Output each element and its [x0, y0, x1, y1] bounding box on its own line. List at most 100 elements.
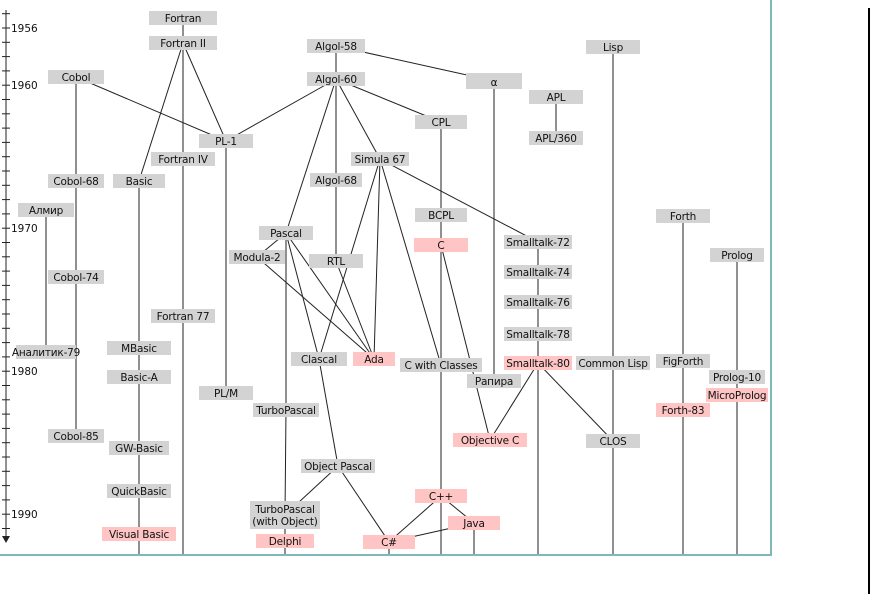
- node-pl-m: PL/M: [199, 386, 253, 400]
- node-algol-68: Algol-68: [310, 173, 362, 187]
- year-label-1960: 1960: [11, 80, 38, 92]
- node-label: CLOS: [600, 436, 627, 448]
- node-box: [400, 358, 482, 372]
- year-label-1980: 1980: [11, 366, 38, 378]
- node-box: [453, 433, 527, 447]
- node-box: [415, 208, 467, 222]
- node-label: Modula-2: [233, 252, 280, 264]
- node-box: [149, 11, 217, 25]
- node-label: C with Classes: [404, 360, 477, 372]
- edge-c-objective_c: [440, 244, 491, 441]
- node-box: [48, 174, 104, 188]
- edge-cpp-csharp: [388, 495, 442, 543]
- node-prolog: Prolog: [710, 248, 764, 262]
- node-label: Аналитик-79: [12, 347, 80, 359]
- edges: [45, 18, 738, 554]
- node-csharp: C#: [363, 535, 415, 549]
- node-label: RTL: [327, 256, 346, 268]
- node-box: [18, 203, 74, 217]
- node-box: [576, 356, 650, 370]
- node-cpl: CPL: [415, 115, 467, 129]
- node-box: [291, 352, 347, 366]
- node-box: [351, 152, 409, 166]
- node-box: [229, 250, 285, 264]
- node-fortran-ii: Fortran II: [149, 36, 217, 50]
- edge-cobol-pl_1: [75, 76, 227, 142]
- node-label: Smalltalk-78: [506, 329, 569, 341]
- node-box: [48, 270, 104, 284]
- node-basic: Basic: [113, 174, 165, 188]
- year-label-1990: 1990: [11, 509, 38, 521]
- node-java: Java: [448, 516, 500, 530]
- node-box: [467, 374, 521, 388]
- node-label: Pascal: [270, 228, 302, 240]
- node-cobol-68: Cobol-68: [48, 174, 104, 188]
- node-turbopascal-obj: TurboPascal(with Object): [250, 501, 320, 529]
- node-box: [504, 235, 572, 249]
- node-label: C++: [429, 491, 453, 503]
- node-box: [466, 73, 522, 89]
- node-label: Cobol-85: [53, 431, 98, 443]
- node-label: Basic: [126, 176, 153, 188]
- node-box: [504, 265, 572, 279]
- node-box: [301, 459, 375, 473]
- node-label: Smalltalk-72: [506, 237, 569, 249]
- node-smalltalk-80: Smalltalk-80: [504, 356, 572, 370]
- node-clos: CLOS: [586, 434, 640, 448]
- node-box: [307, 72, 365, 86]
- node-label: APL/360: [535, 133, 577, 145]
- edge-clascal-object_pascal: [318, 358, 339, 467]
- node-label: Basic-A: [120, 372, 158, 384]
- node-box: [504, 356, 572, 370]
- node-pascal: Pascal: [259, 226, 313, 240]
- node-box: [529, 90, 583, 104]
- node-label: Clascal: [301, 354, 337, 366]
- edge-simula_67-ada: [373, 158, 381, 360]
- edge-fortran_ii-basic: [138, 42, 184, 182]
- node-rapira: Рапира: [467, 374, 521, 388]
- node-algol-60: Algol-60: [307, 72, 365, 86]
- node-rtl: RTL: [309, 254, 363, 268]
- node-figforth: FigForth: [656, 354, 710, 368]
- node-label: Prolog-10: [713, 372, 761, 384]
- node-label: α: [491, 77, 498, 89]
- timeline-arrow: [2, 536, 10, 543]
- node-label: Smalltalk-74: [506, 267, 570, 279]
- node-box: [309, 254, 363, 268]
- node-almir: Алмир: [18, 203, 74, 217]
- year-label-1956: 1956: [11, 23, 38, 35]
- node-box: [586, 434, 640, 448]
- edge-turbopascal-turbopascal_obj: [284, 409, 287, 516]
- node-label: TurboPascal: [255, 405, 316, 417]
- node-label: Smalltalk-80: [506, 358, 569, 370]
- node-label-line2: (with Object): [252, 516, 318, 528]
- node-object-pascal: Object Pascal: [301, 459, 375, 473]
- node-label: Algol-68: [315, 175, 357, 187]
- node-box: [656, 209, 710, 223]
- node-forth: Forth: [656, 209, 710, 223]
- node-smalltalk-78: Smalltalk-78: [504, 327, 572, 341]
- edge-pascal-clascal: [285, 232, 320, 360]
- node-label: Delphi: [269, 536, 302, 548]
- node-label: MicroProlog: [708, 390, 767, 402]
- node-label: Common Lisp: [578, 358, 648, 370]
- node-pl-1: PL-1: [199, 134, 253, 148]
- node-label: Algol-58: [315, 41, 357, 53]
- node-cobol: Cobol: [48, 70, 104, 84]
- node-label: Алмир: [29, 205, 64, 217]
- node-box: [353, 352, 395, 366]
- node-label: PL/M: [214, 388, 238, 400]
- node-label: Lisp: [603, 42, 624, 54]
- node-label: APL: [547, 92, 566, 104]
- node-ada: Ada: [353, 352, 395, 366]
- node-box: [48, 70, 104, 84]
- edge-algol_60-pascal: [285, 78, 337, 234]
- edge-rtl-ada: [335, 260, 375, 360]
- node-label: C: [437, 240, 444, 252]
- node-label: Ada: [364, 354, 384, 366]
- node-lisp: Lisp: [586, 40, 640, 54]
- node-box: [709, 370, 765, 384]
- node-label: Fortran IV: [158, 154, 209, 166]
- node-microprolog: MicroProlog: [706, 388, 768, 402]
